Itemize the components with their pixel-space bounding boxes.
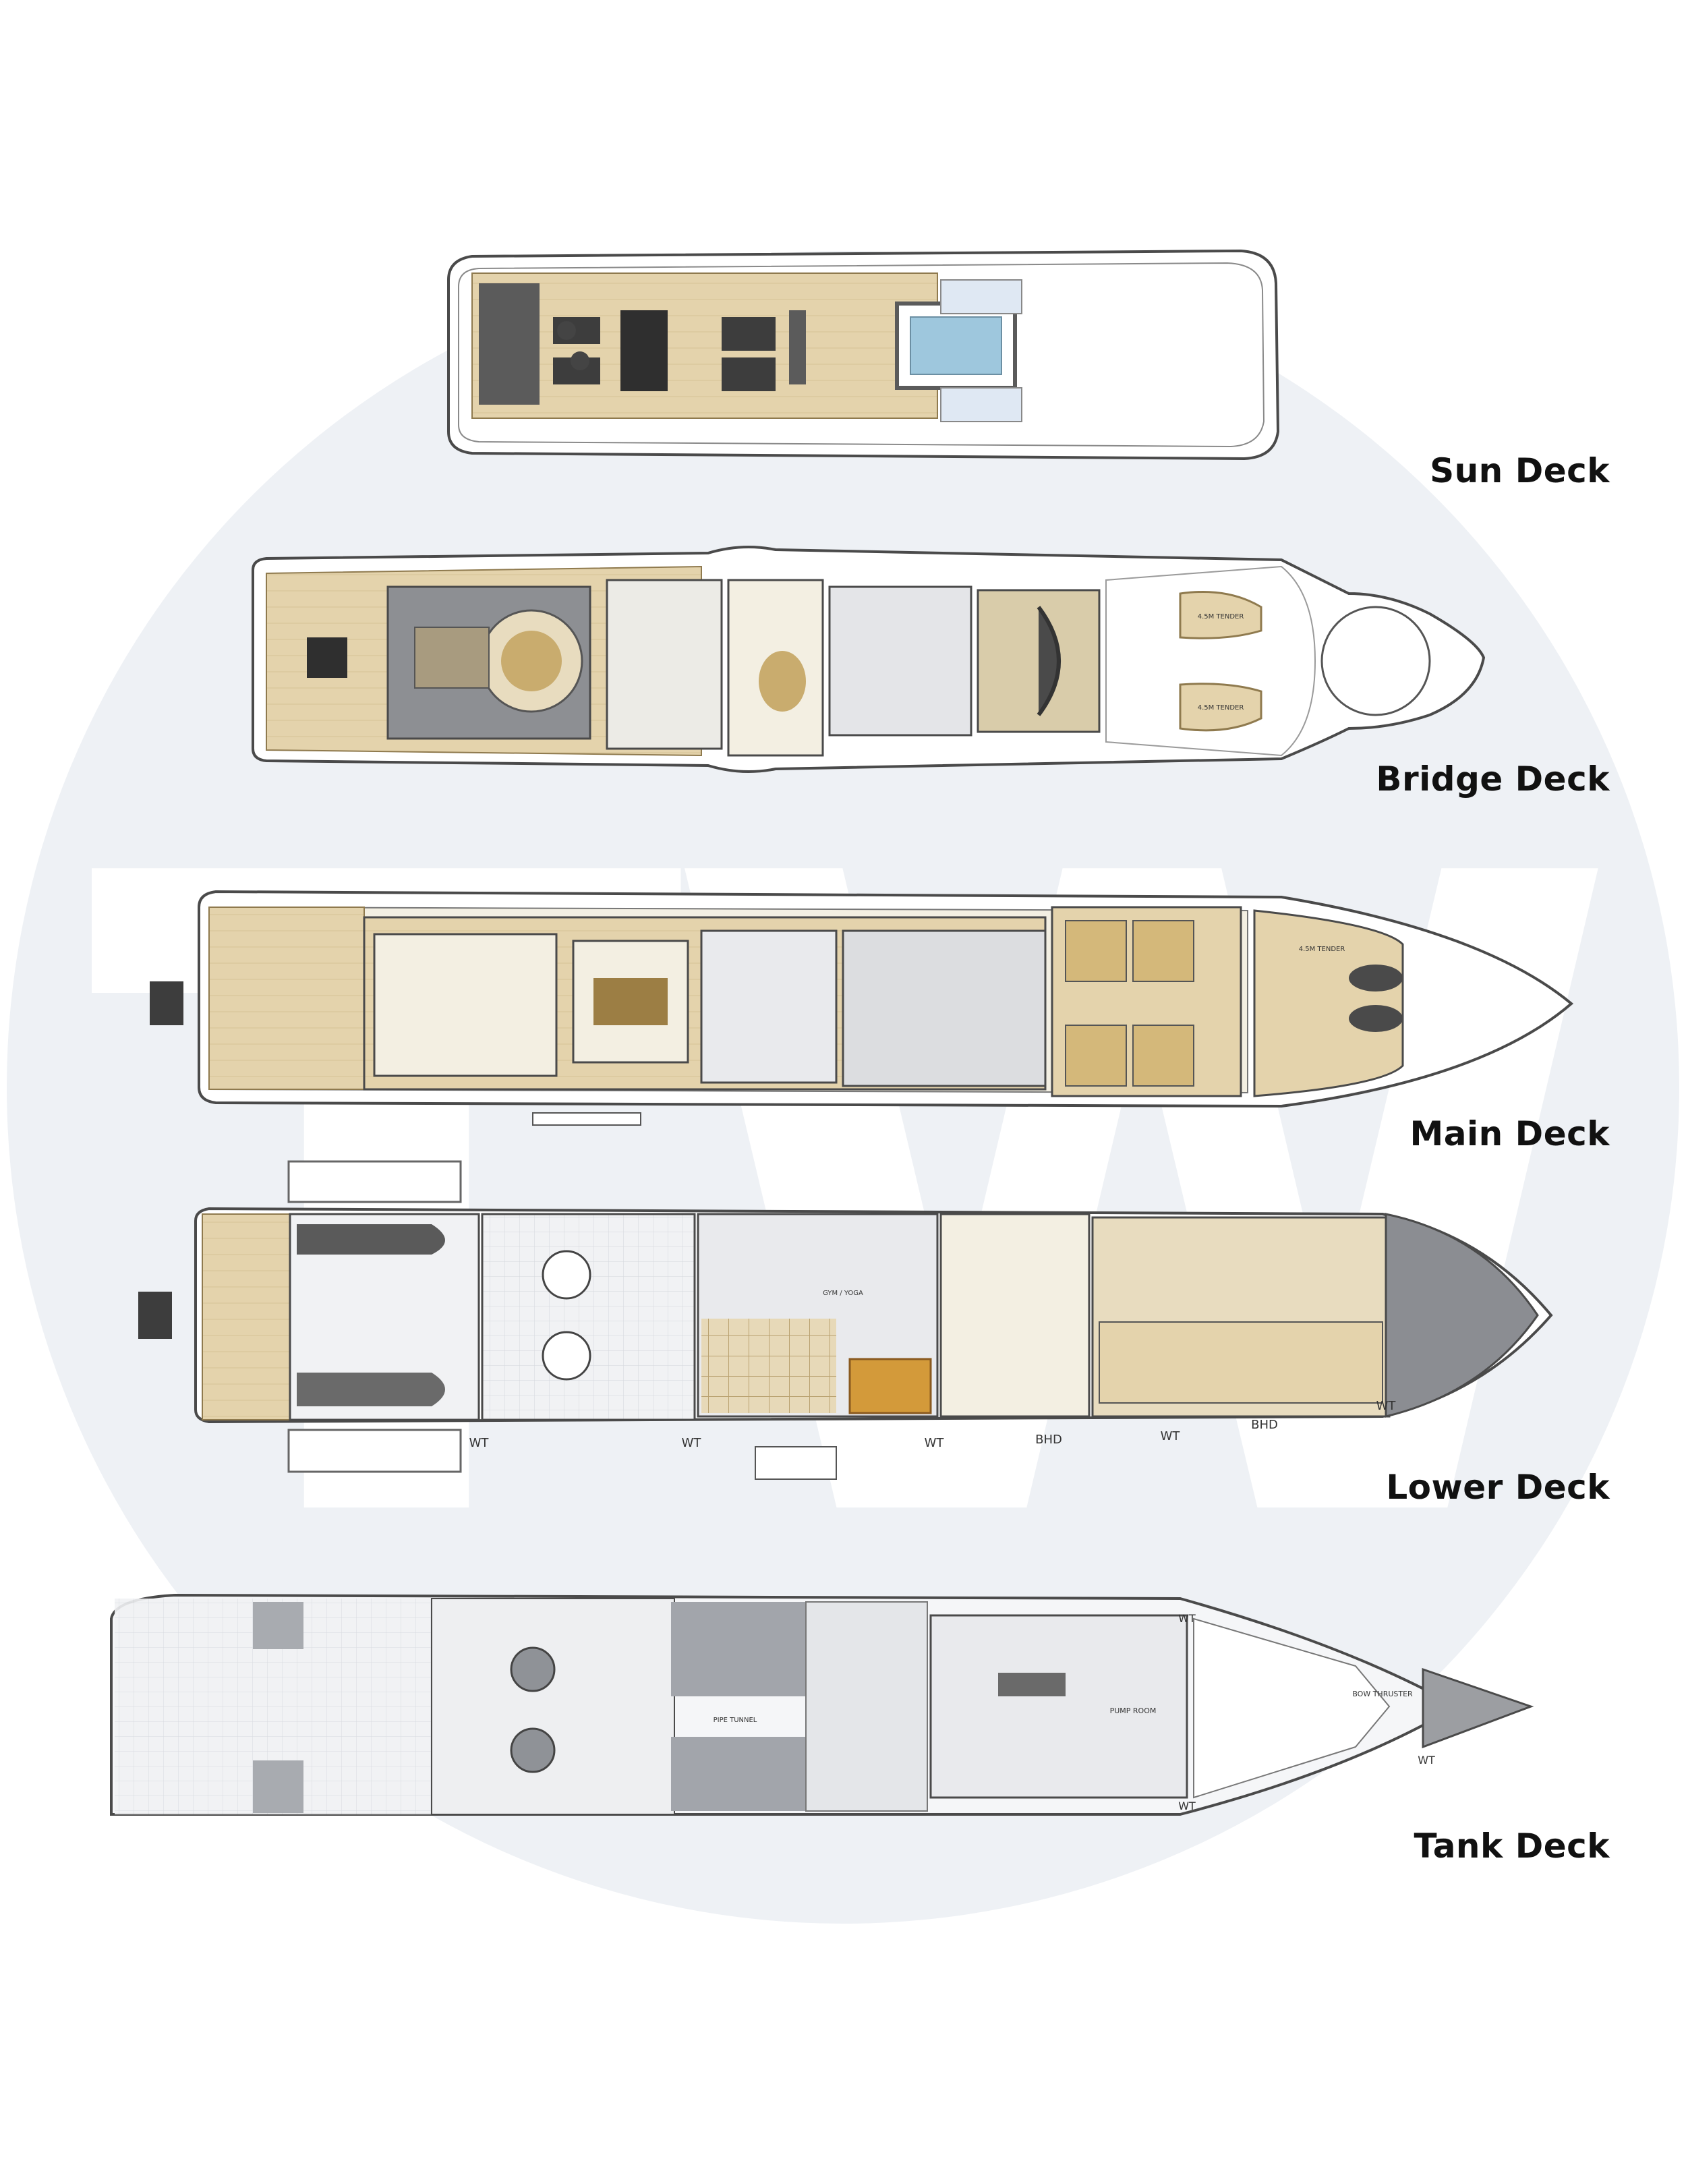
lower-wt-1: WT xyxy=(469,1436,490,1450)
lower-wt-5: WT xyxy=(1376,1399,1397,1413)
bridge-tender-label-1: 4.5M TENDER xyxy=(1198,613,1244,621)
lower-wt-4: WT xyxy=(1161,1429,1181,1443)
main-deck-label: Main Deck xyxy=(1410,1114,1611,1153)
tank-wt-1: WT xyxy=(1178,1612,1196,1625)
tank-pipe-tunnel-label: PIPE TUNNEL xyxy=(714,1717,757,1724)
tank-deck-label: Tank Deck xyxy=(1414,1827,1611,1866)
sun-deck-plan xyxy=(447,249,1280,461)
bridge-tender-label-2: 4.5M TENDER xyxy=(1198,704,1244,712)
lower-wt-2: WT xyxy=(682,1436,702,1450)
gym-yoga-label: GYM / YOGA xyxy=(823,1290,863,1297)
tank-wt-2: WT xyxy=(1418,1754,1435,1766)
tank-bow-thruster-label: BOW THRUSTER xyxy=(1352,1690,1413,1698)
bridge-deck-plan: 4.5M TENDER 4.5M TENDER xyxy=(252,546,1486,773)
tank-pump-room-label: PUMP ROOM xyxy=(1110,1706,1157,1715)
lower-deck-label: Lower Deck xyxy=(1386,1468,1610,1507)
bridge-deck-label: Bridge Deck xyxy=(1376,759,1610,799)
tank-wt-3: WT xyxy=(1178,1800,1196,1812)
main-tender-label: 4.5M TENDER xyxy=(1299,946,1345,953)
tank-deck-plan: PIPE TUNNEL PUMP ROOM BOW THRUSTER WT WT… xyxy=(110,1593,1534,1816)
lower-deck-plan: GYM / YOGA WT WT WT BHD WT BHD WT xyxy=(138,1160,1553,1480)
watermark-text: TW xyxy=(88,693,1604,1715)
lower-wt-3: WT xyxy=(925,1436,945,1450)
lower-bhd-1: BHD xyxy=(1035,1433,1062,1447)
main-deck-plan: 4.5M TENDER xyxy=(150,890,1574,1126)
sun-deck-label: Sun Deck xyxy=(1430,451,1610,490)
lower-bhd-2: BHD xyxy=(1251,1418,1278,1432)
